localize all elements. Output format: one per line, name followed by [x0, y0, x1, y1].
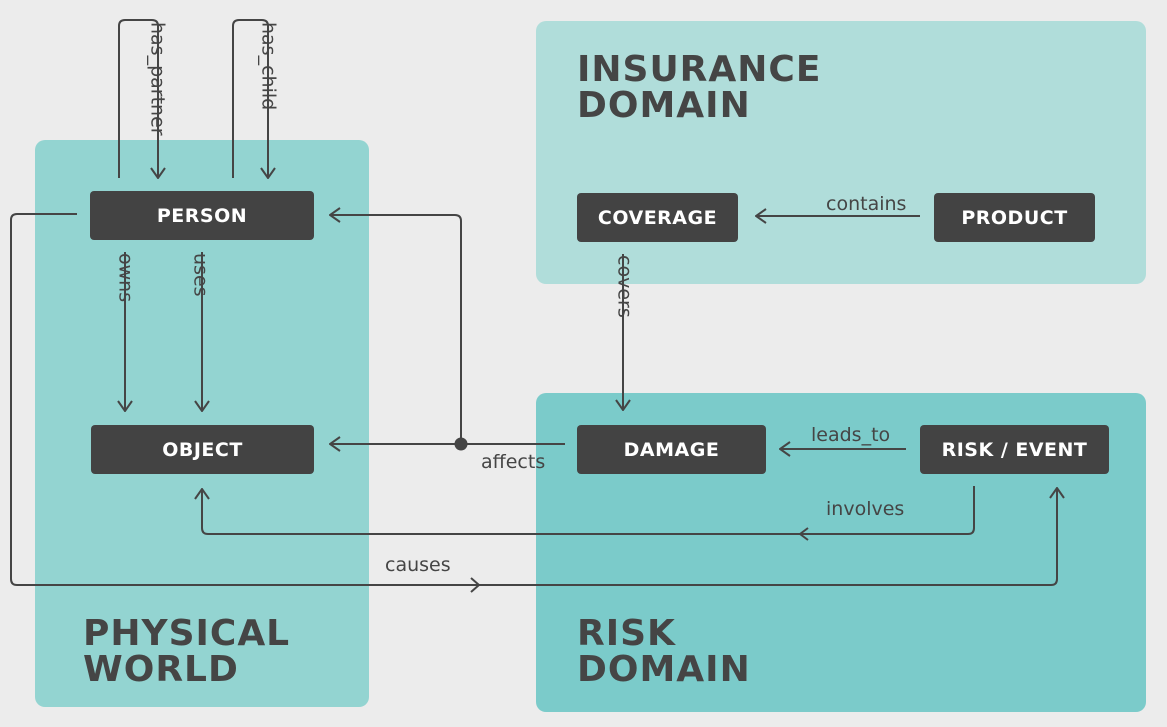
involves-label: involves [826, 498, 904, 520]
leads-to-label: leads_to [811, 424, 890, 446]
uses-label: uses [189, 253, 211, 297]
involves-mid-arrow [799, 527, 809, 541]
causes-label: causes [385, 554, 451, 576]
affects-junction-dot [454, 437, 468, 451]
risk-event-node[interactable]: RISK / EVENT [920, 425, 1109, 474]
causes-edge [10, 213, 1057, 586]
owns-label: owns [114, 253, 136, 302]
affects-label: affects [481, 451, 545, 473]
damage-node[interactable]: DAMAGE [577, 425, 766, 474]
causes-mid-arrow [470, 577, 480, 593]
coverage-node[interactable]: COVERAGE [577, 193, 738, 242]
has-partner-label: has_partner [146, 22, 168, 136]
person-node[interactable]: PERSON [90, 191, 314, 240]
object-node[interactable]: OBJECT [91, 425, 314, 474]
affects-person-edge [330, 215, 462, 444]
product-node[interactable]: PRODUCT [934, 193, 1095, 242]
has-partner-edge [118, 19, 158, 178]
risk-domain-title: RISK DOMAIN [577, 613, 751, 690]
has-child-label: has_child [257, 22, 279, 110]
insurance-domain-title: INSURANCE DOMAIN [577, 49, 822, 126]
involves-edge [202, 486, 975, 535]
physical-world-title: PHYSICAL WORLD [83, 613, 291, 690]
covers-label: covers [613, 255, 635, 318]
contains-label: contains [826, 193, 906, 215]
has-child-edge [232, 19, 268, 178]
